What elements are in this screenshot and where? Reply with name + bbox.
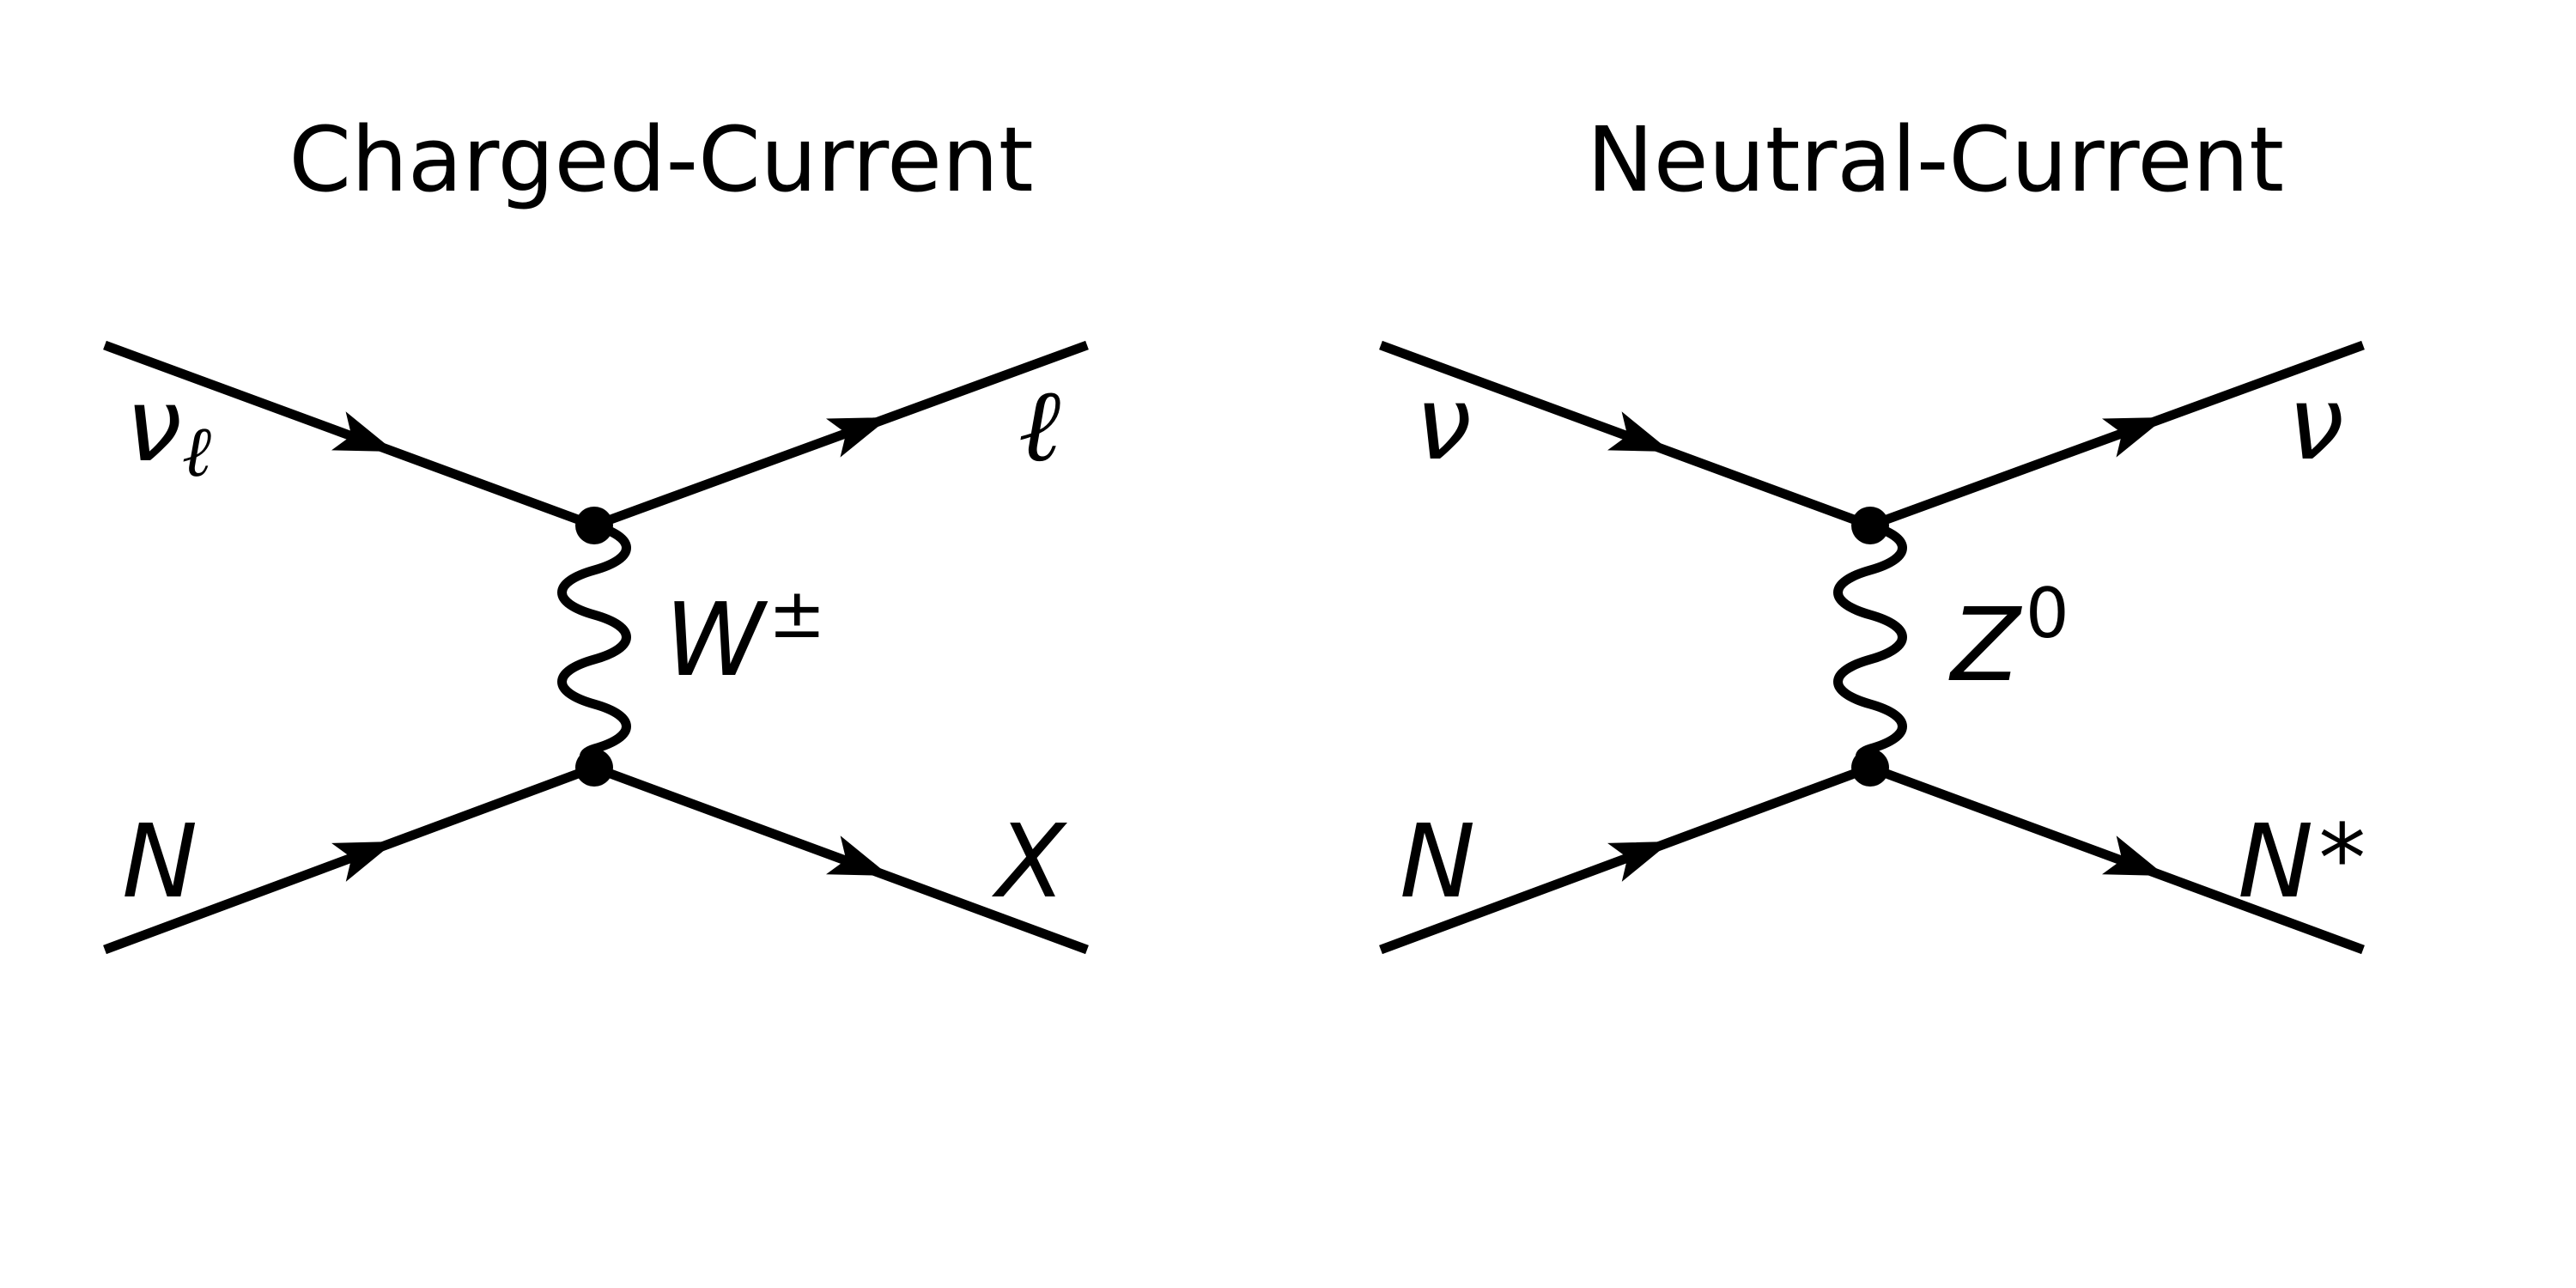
cc-arrow-outgoing-bottom (826, 835, 890, 876)
cc-arrow-outgoing-top (826, 417, 890, 458)
nc-outgoing-neutrino-label: ν (2287, 364, 2344, 483)
nc-arrow-incoming-bottom (1607, 841, 1671, 882)
cc-upper-vertex (575, 507, 613, 544)
nc-incoming-neutrino-label: ν (1415, 364, 1472, 483)
cc-arrow-incoming-top (331, 411, 395, 452)
cc-outgoing-lepton-line (592, 340, 1089, 531)
cc-hadron-label: X (991, 802, 1067, 920)
nc-incoming-neutrino-line (1379, 340, 1872, 531)
nc-outgoing-neutrino-line (1868, 340, 2365, 531)
neutral-current-title: Neutral-Current (1587, 107, 2284, 212)
cc-arrow-incoming-bottom (331, 841, 395, 882)
nc-incoming-nucleon-line (1379, 762, 1872, 955)
nc-outgoing-nucleon-line (1868, 762, 2365, 955)
nc-nucleon-label: N (1400, 802, 1475, 920)
cc-lepton-label: ℓ (1018, 366, 1060, 484)
nc-upper-vertex (1851, 507, 1889, 544)
cc-lower-vertex (575, 749, 613, 787)
charged-current-diagram: Charged-Current νℓ ℓ N X W± (103, 107, 1089, 955)
nc-lower-vertex (1851, 749, 1889, 787)
nc-arrow-outgoing-bottom (2102, 835, 2166, 876)
nc-z-boson-label: Z0 (1948, 574, 2069, 704)
cc-nucleon-label: N (122, 802, 197, 920)
cc-w-boson-label: W± (665, 574, 826, 699)
nc-arrow-outgoing-top (2102, 417, 2166, 458)
cc-neutrino-label: νℓ (125, 366, 211, 493)
nc-excited-nucleon-label: N* (2238, 802, 2366, 920)
cc-w-boson-propagator (557, 520, 631, 773)
charged-current-title: Charged-Current (289, 107, 1033, 212)
cc-incoming-neutrino-line (103, 340, 596, 531)
neutral-current-diagram: Neutral-Current ν ν N N* Z0 (1379, 107, 2366, 955)
cc-outgoing-hadron-line (592, 762, 1089, 955)
cc-incoming-nucleon-line (103, 762, 596, 955)
nc-z-boson-propagator (1833, 520, 1907, 773)
nc-arrow-incoming-top (1607, 411, 1671, 452)
